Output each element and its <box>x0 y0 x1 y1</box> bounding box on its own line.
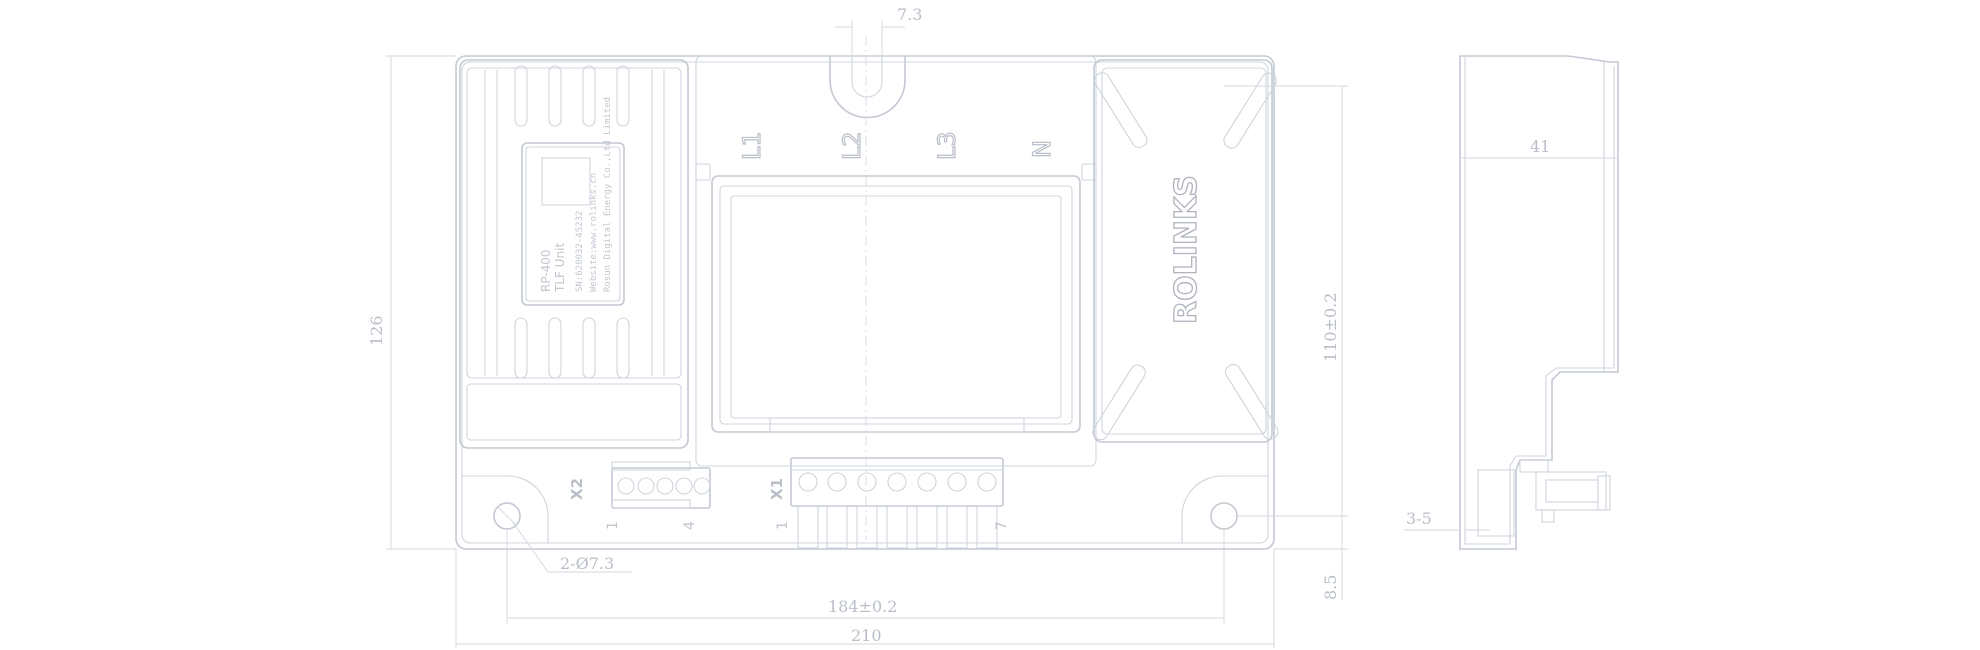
housing-outline <box>455 55 1275 550</box>
svg-text:126: 126 <box>367 315 386 346</box>
nameplate-sn: SN:620032-45232 <box>575 211 585 292</box>
x2-name: X2 <box>568 478 586 500</box>
x2-last-pin: 4 <box>682 521 698 530</box>
svg-text:3-5: 3-5 <box>1406 509 1432 528</box>
side-view: 41 3-5 <box>1404 55 1619 550</box>
side-outline <box>1459 55 1619 550</box>
nameplate: RP-400 TLF Unit SN:620032-45232 Website:… <box>521 97 625 306</box>
x2-first-pin: 1 <box>605 521 621 530</box>
terminal-block-x1: X1 1 7 <box>768 457 1010 549</box>
svg-text:8.5: 8.5 <box>1321 575 1340 600</box>
svg-text:210: 210 <box>851 626 882 645</box>
svg-text:184±0.2: 184±0.2 <box>828 597 897 616</box>
terminal-block-x2: X2 1 4 <box>568 461 711 530</box>
x1-first-pin: 1 <box>775 521 791 530</box>
mounting-slot-inner <box>851 56 883 98</box>
x1-last-pin: 7 <box>994 521 1010 530</box>
dim-overall-height: 126 <box>367 55 456 550</box>
housing-inner-outline <box>461 61 1269 544</box>
heatsink-fins <box>484 65 665 379</box>
mounting-hole-left <box>493 502 521 530</box>
phase-labels: L1 L2 L3 N <box>737 131 1056 161</box>
dim-hole-spacing: 184±0.2 <box>506 530 1225 624</box>
mounting-hole-right <box>1210 502 1238 530</box>
nameplate-model: RP-400 <box>539 249 553 292</box>
dim-overall-width: 210 <box>455 549 1275 648</box>
x1-pins <box>797 505 998 549</box>
nameplate-company: Rosun Digital Energy Co.,Ltd Limited <box>603 97 613 292</box>
heatsink-module: RP-400 TLF Unit SN:620032-45232 Website:… <box>459 59 689 449</box>
dimensions: 7.3 126 110±0.2 8.5 2-Ø7.3 <box>367 5 1348 648</box>
front-view: RP-400 TLF Unit SN:620032-45232 Website:… <box>455 36 1279 550</box>
dim-mount-height: 110±0.2 <box>1224 85 1348 517</box>
phase-label-l2: L2 <box>838 131 866 160</box>
svg-text:2-Ø7.3: 2-Ø7.3 <box>560 554 614 573</box>
nameplate-unit: TLF Unit <box>553 243 567 293</box>
phase-label-l3: L3 <box>933 131 961 160</box>
dim-side-depth: 41 <box>1460 137 1618 159</box>
dim-bottom-offset: 8.5 <box>1274 516 1348 600</box>
svg-text:41: 41 <box>1530 137 1550 156</box>
dim-side-thickness: 3-5 <box>1404 509 1490 531</box>
dim-slot-width: 7.3 <box>835 5 922 56</box>
svg-text:7.3: 7.3 <box>897 5 922 24</box>
mounting-slot <box>829 56 906 119</box>
brand-logo: ROLINKS <box>1169 175 1204 324</box>
side-connector <box>1477 459 1611 537</box>
dim-hole-diameter: 2-Ø7.3 <box>496 505 632 573</box>
phase-label-n: N <box>1028 140 1056 158</box>
x1-name: X1 <box>768 478 786 500</box>
nameplate-web: Website:www.rolinks.cn <box>589 173 599 292</box>
phase-label-l1: L1 <box>738 131 766 160</box>
svg-text:110±0.2: 110±0.2 <box>1321 293 1340 362</box>
brand-module: ROLINKS <box>1092 59 1279 443</box>
center-window <box>695 55 1097 467</box>
